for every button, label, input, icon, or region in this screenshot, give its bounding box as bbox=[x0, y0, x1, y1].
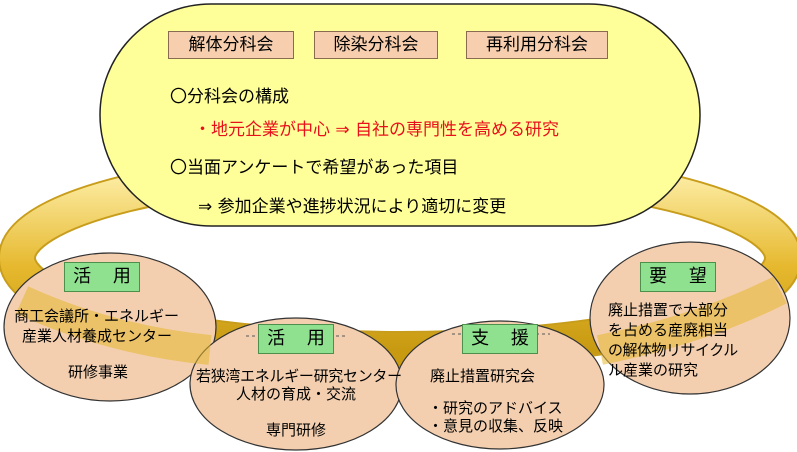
center-left-node-line2: 人材の育成・交流 bbox=[235, 385, 356, 403]
center-left-node-line1: 若狭湾エネルギー研究センター bbox=[196, 367, 402, 385]
right-node-line3: の解体物リサイクル bbox=[608, 341, 738, 359]
left-node-line2: 産業人材養成センター bbox=[22, 327, 173, 345]
right-node-line2: を占める産廃相当 bbox=[608, 321, 729, 339]
right-node-line1: 廃止措置で大部分 bbox=[608, 301, 729, 319]
node-center-right-ellipse bbox=[395, 320, 605, 450]
ring-overlap bbox=[15, 276, 787, 365]
main-line-composition: 〇分科会の構成 bbox=[170, 87, 289, 107]
left-node-line1: 商工会議所・エネルギー bbox=[14, 307, 180, 325]
center-right-node-line3: ・意見の収集、反映 bbox=[428, 417, 564, 435]
main-line-change: ⇒ 参加企業や進捗状況により適切に変更 bbox=[198, 197, 507, 217]
tag-center-right: 支 援 bbox=[462, 324, 538, 354]
committee-reuse: 再利用分科会 bbox=[466, 31, 608, 59]
committee-dismantling: 解体分科会 bbox=[168, 31, 294, 59]
center-right-node-line2: ・研究のアドバイス bbox=[428, 399, 563, 417]
left-node-line3: 研修事業 bbox=[68, 363, 129, 381]
right-node-line4: ル産業の研究 bbox=[608, 361, 699, 379]
main-line-local-firms: ・地元企業が中心 ⇒ 自社の専門性を高める研究 bbox=[194, 120, 560, 140]
main-line-survey: 〇当面アンケートで希望があった項目 bbox=[170, 158, 459, 178]
tag-center-left: 活 用 bbox=[258, 324, 334, 354]
center-left-node-line3: 専門研修 bbox=[265, 421, 326, 439]
tag-left: 活 用 bbox=[64, 262, 140, 292]
main-pill bbox=[99, 3, 701, 227]
tag-right: 要 望 bbox=[640, 262, 716, 292]
center-right-node-line1: 廃止措置研究会 bbox=[430, 367, 536, 385]
committee-decontamination: 除染分科会 bbox=[314, 31, 438, 59]
